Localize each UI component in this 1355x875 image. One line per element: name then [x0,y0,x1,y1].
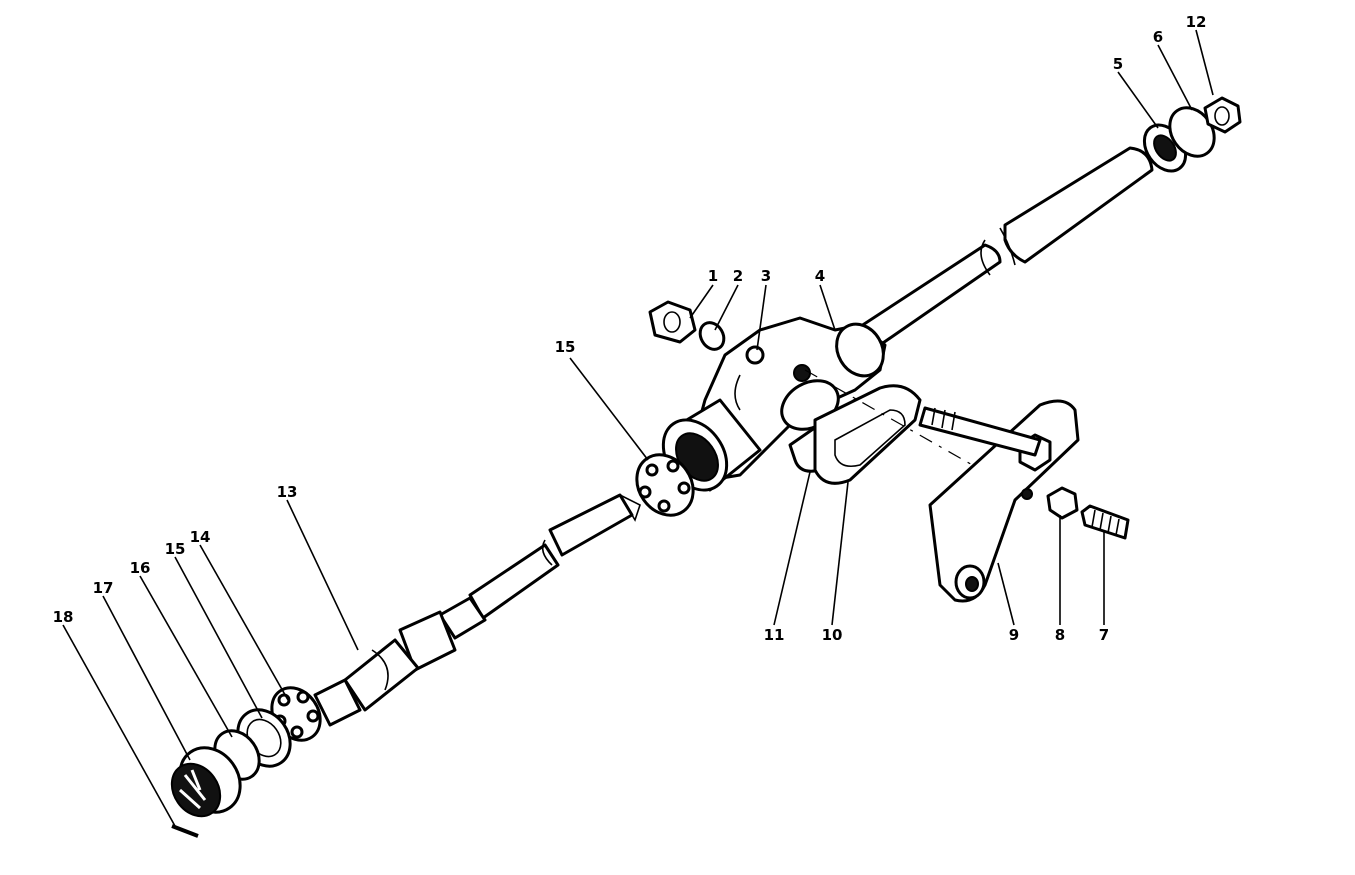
nut-1 [648,300,697,344]
callout-1: 1 [708,267,718,285]
housing-cylinder [661,398,762,492]
upper-tube [853,146,1154,347]
callout-2: 2 [733,267,743,285]
callout-5: 5 [1113,55,1123,73]
cotter-pin-18 [171,824,199,838]
washer-2 [698,321,726,351]
callout-11: 11 [764,626,785,644]
lever-pin [918,406,1042,457]
callout-15-lower: 15 [165,540,186,558]
callout-10: 10 [822,626,843,644]
gasket-10 [813,384,922,485]
leader-lines [62,29,1214,827]
bolt-7 [1080,504,1130,540]
callout-17: 17 [93,579,114,597]
callout-15-upper: 15 [555,338,576,356]
callout-16: 16 [130,559,151,577]
callout-8: 8 [1055,626,1065,644]
callout-7: 7 [1099,626,1109,644]
nut-upper [1203,96,1242,134]
adjuster-plug-17 [170,746,242,818]
callout-13: 13 [277,483,298,501]
callout-14: 14 [190,528,211,546]
callout-6: 6 [1153,28,1163,46]
callout-12: 12 [1186,13,1207,31]
nut-8 [1046,486,1079,520]
callout-18: 18 [53,608,74,626]
worm-shaft-13 [313,493,641,727]
callout-4: 4 [815,267,825,285]
callout-3: 3 [761,267,771,285]
bearing-cage-15-upper [635,453,695,517]
callout-9: 9 [1009,626,1019,644]
